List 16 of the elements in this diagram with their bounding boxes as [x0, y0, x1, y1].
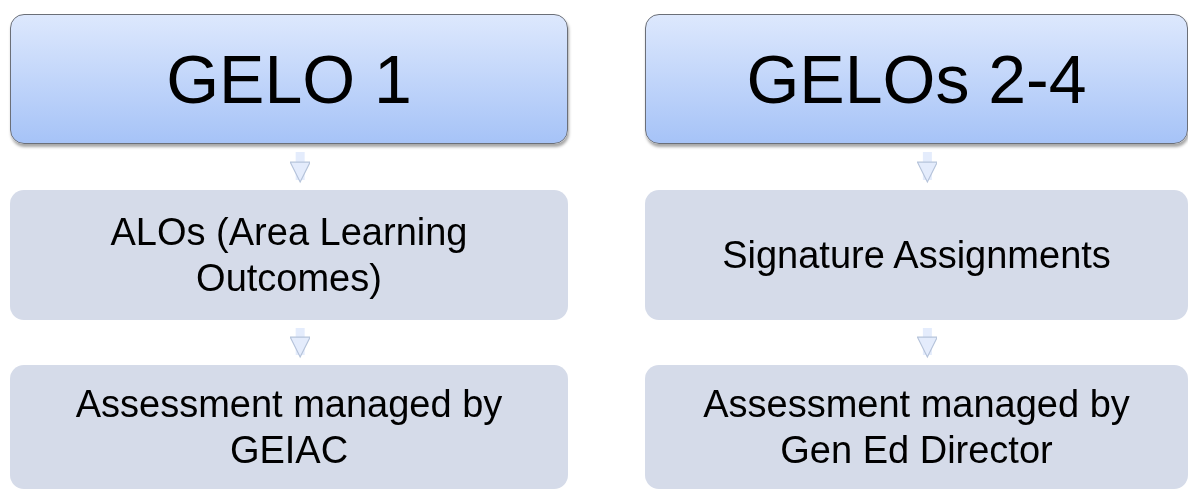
header-box [645, 14, 1188, 144]
box-text: Assessment managed by Gen Ed Director [702, 381, 1131, 473]
box-text: Assessment managed by GEIAC [74, 381, 504, 473]
process-box [645, 365, 1188, 489]
arrow [289, 152, 311, 183]
arrow [916, 152, 938, 183]
process-box [645, 190, 1188, 320]
process-box [10, 190, 568, 320]
header-text: GELOs 2-4 [746, 40, 1087, 118]
header-text: GELO 1 [166, 40, 412, 118]
header-box [10, 14, 568, 144]
arrow [289, 328, 311, 358]
arrow [916, 328, 938, 358]
box-text: Signature Assignments [722, 232, 1111, 278]
process-box [10, 365, 568, 489]
box-text: ALOs (Area Learning Outcomes) [109, 209, 469, 301]
